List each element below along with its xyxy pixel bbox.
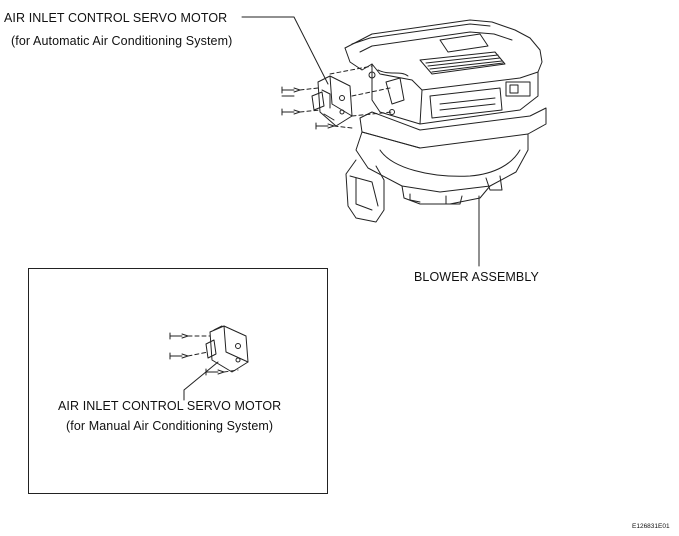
auto-servo-motor-illustration [311,75,353,127]
manual-servo-motor-illustration [205,325,249,373]
auto-servo-motor-label: AIR INLET CONTROL SERVO MOTOR [4,11,228,25]
blower-assembly-label: BLOWER ASSEMBLY [414,270,539,284]
leader-lines [183,16,480,401]
auto-servo-alignment-lines [299,65,393,129]
manual-variant-inset-frame [28,268,328,494]
figure-code: E126831E01 [632,523,670,530]
auto-servo-screws [281,86,335,130]
manual-servo-motor-label: AIR INLET CONTROL SERVO MOTOR [58,399,282,413]
manual-servo-alignment-lines [187,335,239,373]
manual-servo-motor-sublabel: (for Manual Air Conditioning System) [66,419,274,433]
blower-assembly-illustration [344,19,547,223]
auto-servo-motor-sublabel: (for Automatic Air Conditioning System) [11,34,233,48]
